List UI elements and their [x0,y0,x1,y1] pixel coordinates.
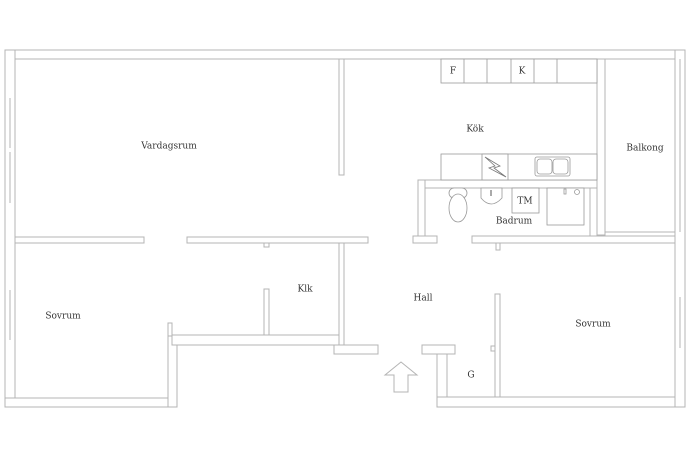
room-label-vardagsrum: Vardagsrum [140,142,197,152]
room-label-klk: Klk [297,285,313,295]
outer-walls [4,49,686,408]
room-label-kok: Kök [466,125,484,135]
room-label-g: G [467,371,474,381]
fixture-label-f: F [450,67,456,77]
room-label-sovrum-left: Sovrum [45,312,81,322]
stove-lightning-icon [484,156,507,178]
kitchen-fixtures [440,58,598,181]
room-label-balkong: Balkong [626,144,664,154]
fixture-label-tm: TM [517,197,532,207]
entrance-arrow-icon [383,361,419,393]
fixture-label-k: K [519,67,526,77]
room-label-badrum: Badrum [496,217,533,227]
room-label-sovrum-right: Sovrum [575,320,611,330]
washing-machine-box [511,187,540,214]
bathroom-fixtures [448,187,585,226]
toilet-icon [448,193,468,223]
room-label-hall: Hall [414,294,433,304]
interior-walls [14,58,676,398]
